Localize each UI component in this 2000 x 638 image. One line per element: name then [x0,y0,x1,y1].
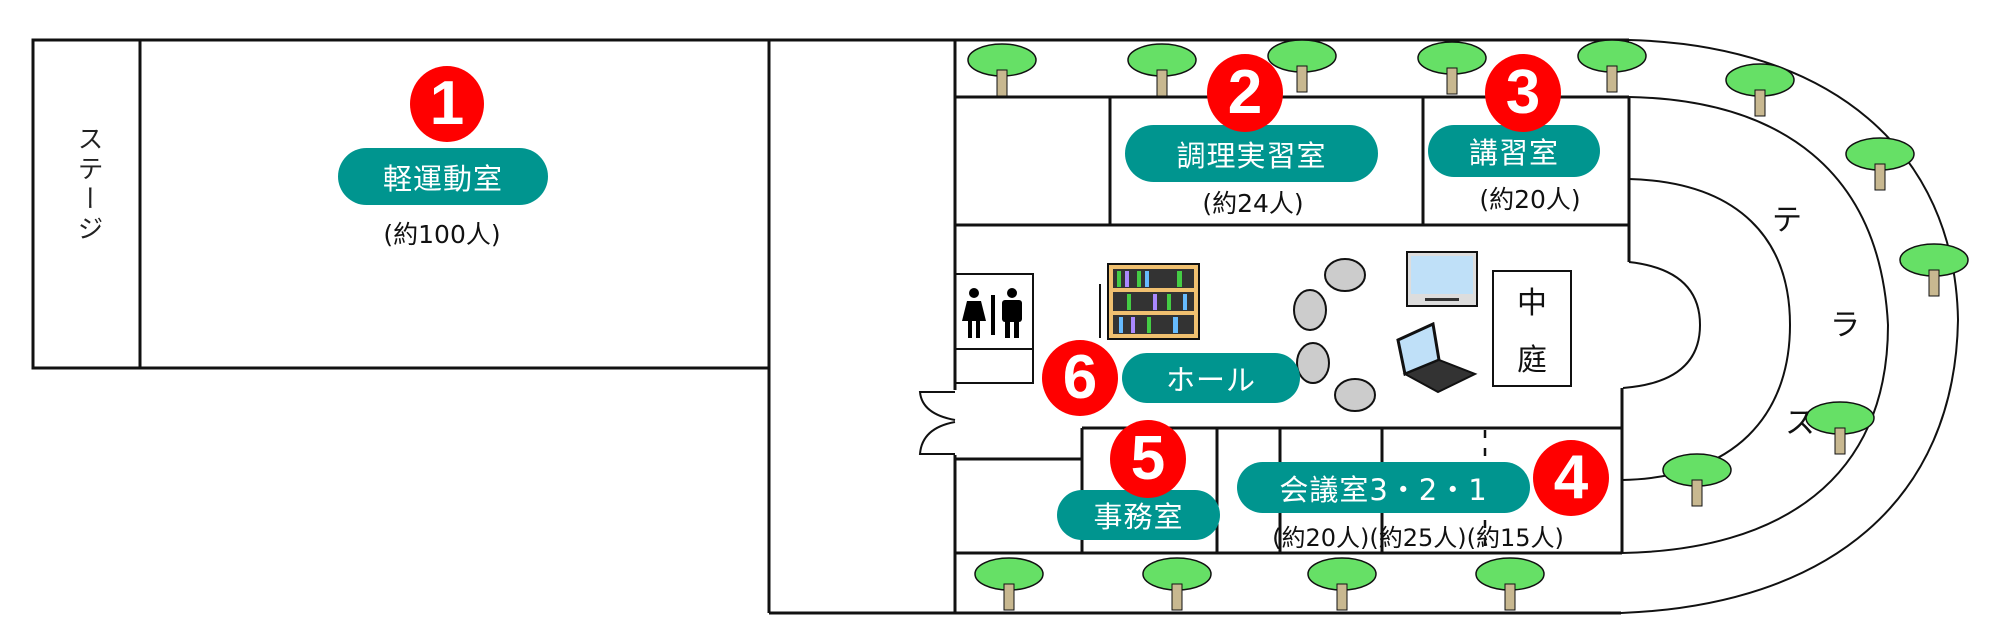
tree-icon [1725,63,1795,117]
tree-icon [1899,243,1969,297]
room-label-meeting[interactable]: 会議室3・2・1 [1237,462,1530,513]
stage-label: ステージ [73,125,103,245]
restroom-icon [962,288,1022,338]
tree-icon [1662,453,1732,507]
room-capacity: (約24人) [1202,189,1304,218]
room-badge-3: 3 [1485,54,1561,132]
room-badge-1: 1 [410,66,484,142]
tree-icon [1417,41,1487,95]
tree-icon [1307,557,1377,611]
tree-icon [1267,39,1337,93]
monitor-icon [1406,251,1478,307]
room-capacity: (約100人) [383,220,501,249]
tree-icon [1805,401,1875,455]
terrace-char: ス [1785,406,1815,441]
tree-icon [967,43,1037,97]
tree-icon [1142,557,1212,611]
tree-icon [1127,43,1197,97]
door-icon [918,391,956,421]
courtyard-box: 中 庭 [1492,270,1572,387]
room-label-hall[interactable]: ホール [1122,353,1300,403]
tree-icon [1577,39,1647,93]
laptop-icon [1396,322,1478,394]
tree-icon [1475,557,1545,611]
gym-outline [31,38,771,370]
room-label-office[interactable]: 事務室 [1057,490,1220,540]
terrace-char: ラ [1830,308,1860,343]
room-badge-6: 6 [1042,340,1118,416]
chairs-icon [1293,258,1376,412]
room-capacity: (約20人) [1479,185,1581,214]
room-badge-5: 5 [1110,420,1186,498]
tree-icon [974,557,1044,611]
tree-icon [1845,137,1915,191]
room-capacity: (約20人)(約25人)(約15人) [1272,524,1564,552]
terrace-char: テ [1772,203,1802,238]
room-label-cooking[interactable]: 調理実習室 [1125,125,1378,182]
courtyard-char: 中 [1517,286,1547,322]
room-badge-4: 4 [1533,440,1609,516]
room-label-lecture[interactable]: 講習室 [1428,125,1600,177]
courtyard-char: 庭 [1517,342,1547,378]
room-badge-2: 2 [1207,54,1283,132]
room-label-light-exercise[interactable]: 軽運動室 [338,148,548,205]
bookshelf-icon [1107,263,1200,340]
